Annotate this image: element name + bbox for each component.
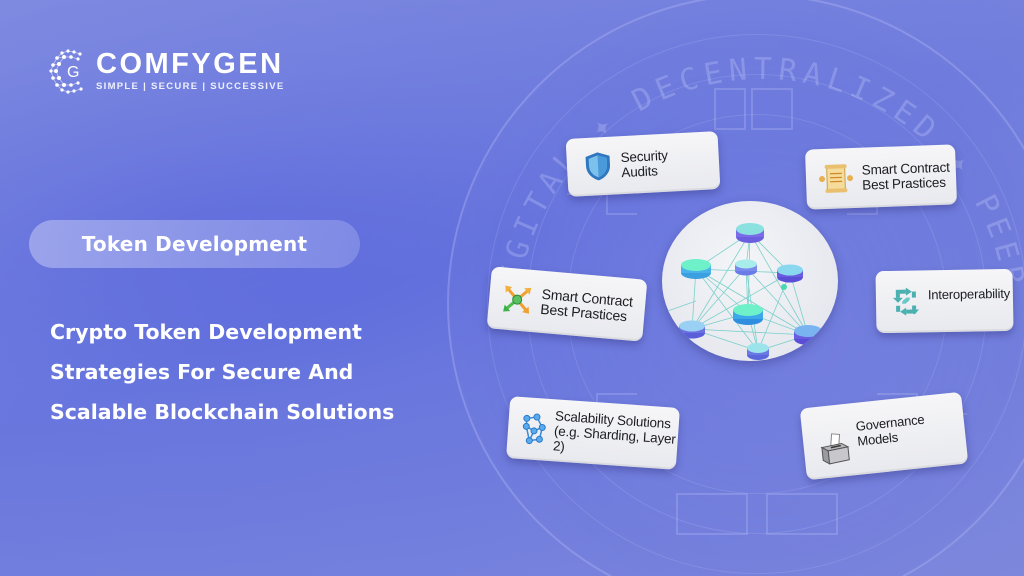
coin-ring xyxy=(487,34,1024,574)
card-smart-contract-best-practices-left[interactable]: Smart Contract Best Prastices xyxy=(486,266,648,342)
card-security-audits[interactable]: Security Audits xyxy=(565,131,721,197)
category-pill: Token Development xyxy=(29,220,360,268)
card-label: Smart Contract Best Prastices xyxy=(539,285,634,325)
scroll-contract-icon xyxy=(818,163,855,194)
card-label: Security Audits xyxy=(620,147,669,181)
network-dots-g-icon: G xyxy=(48,47,92,95)
card-interoperability[interactable]: Interoperability xyxy=(875,268,1014,334)
shield-icon xyxy=(580,150,616,182)
card-smart-contract-best-practices-top[interactable]: Smart Contract Best Prastices xyxy=(804,144,958,210)
page-headline: Crypto Token Development Strategies For … xyxy=(50,312,394,432)
headline-line-3: Scalable Blockchain Solutions xyxy=(50,400,395,424)
sync-arrows-icon xyxy=(890,285,923,318)
card-scalability-solutions[interactable]: Scalability Solutions (e.g. Sharding, La… xyxy=(506,396,680,470)
svg-text:G: G xyxy=(67,64,79,81)
card-label: Scalability Solutions (e.g. Sharding, La… xyxy=(552,407,677,454)
brand-logo[interactable]: G COMFYGEN SIMPLE | SECURE | SUCCESSIVE xyxy=(48,47,284,95)
headline-line-2: Strategies For Secure And xyxy=(50,360,354,384)
brand-tagline: SIMPLE | SECURE | SUCCESSIVE xyxy=(96,81,285,92)
headline-line-1: Crypto Token Development xyxy=(50,320,362,344)
card-label: Governance Models xyxy=(855,411,926,449)
card-label: Interoperability xyxy=(927,285,1011,302)
network-nodes-icon xyxy=(517,412,551,446)
card-label: Smart Contract Best Prastices xyxy=(861,159,950,193)
card-governance-models[interactable]: Governance Models xyxy=(799,391,969,481)
blockchain-network-graphic xyxy=(662,201,838,361)
cross-arrows-icon xyxy=(500,284,534,315)
blockchain-network-icon xyxy=(662,223,822,360)
category-pill-label: Token Development xyxy=(81,232,308,256)
ballot-box-icon xyxy=(816,430,853,465)
brand-name: COMFYGEN xyxy=(96,48,284,80)
